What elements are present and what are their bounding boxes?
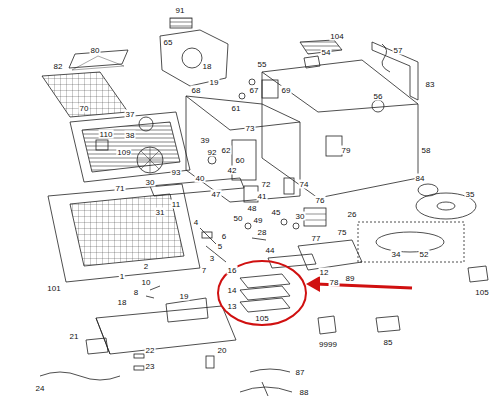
callout-number: 37 xyxy=(125,110,136,119)
callout-number: 45 xyxy=(271,208,282,217)
callout-number: 26 xyxy=(347,210,358,219)
callout-number: 18 xyxy=(117,298,128,307)
callout-number: 73 xyxy=(245,124,256,133)
callout-number: 57 xyxy=(393,46,404,55)
callout-number: 30 xyxy=(295,212,306,221)
callout-number: 41 xyxy=(257,192,268,201)
callout-number: 87 xyxy=(295,368,306,377)
callout-number: 91 xyxy=(175,6,186,15)
callout-number: 71 xyxy=(115,184,126,193)
callout-number: 1 xyxy=(119,272,125,281)
callout-number: 12 xyxy=(319,268,330,277)
callout-number: 78 xyxy=(329,278,340,287)
callout-number: 60 xyxy=(235,156,246,165)
callout-number: 18 xyxy=(202,62,213,71)
callout-number: 5 xyxy=(217,242,223,251)
callout-number: 10 xyxy=(141,278,152,287)
callout-number: 19 xyxy=(179,292,190,301)
callout-number: 75 xyxy=(337,228,348,237)
callout-number: 92 xyxy=(207,148,218,157)
callout-number: 42 xyxy=(227,166,238,175)
callout-number: 19 xyxy=(209,78,220,87)
callout-number: 80 xyxy=(90,46,101,55)
callout-number: 4 xyxy=(193,218,199,227)
callout-number: 110 xyxy=(99,130,114,139)
callout-number: 55 xyxy=(257,60,268,69)
callout-number: 23 xyxy=(145,362,156,371)
callout-number: 84 xyxy=(415,174,426,183)
callout-number: 16 xyxy=(227,266,238,275)
callout-number: 72 xyxy=(261,180,272,189)
callout-number: 61 xyxy=(231,104,242,113)
callout-number: 2 xyxy=(143,262,149,271)
callout-number: 82 xyxy=(53,62,64,71)
callout-number: 3 xyxy=(209,254,215,263)
callout-number: 28 xyxy=(257,228,268,237)
callout-number: 31 xyxy=(155,208,166,217)
callout-number: 65 xyxy=(163,38,174,47)
callout-number: 105 xyxy=(254,314,269,323)
callout-number: 88 xyxy=(299,388,310,397)
callout-number: 39 xyxy=(200,136,211,145)
callout-number: 50 xyxy=(233,214,244,223)
part-outlines xyxy=(40,18,488,396)
callout-number: 70 xyxy=(79,104,90,113)
callout-number: 83 xyxy=(425,80,436,89)
callout-number: 68 xyxy=(191,86,202,95)
callout-number: 54 xyxy=(321,48,332,57)
callout-number: 8 xyxy=(133,288,139,297)
callout-number: 34 xyxy=(391,250,402,259)
callout-number: 93 xyxy=(171,168,182,177)
callout-number: 89 xyxy=(345,274,356,283)
callout-number: 38 xyxy=(125,131,136,140)
callout-number: 101 xyxy=(46,284,61,293)
callout-number: 67 xyxy=(249,86,260,95)
callout-number: 79 xyxy=(341,146,352,155)
callout-number: 56 xyxy=(373,92,384,101)
callout-number: 11 xyxy=(171,200,181,209)
callout-number: 24 xyxy=(35,384,46,393)
callout-number: 6 xyxy=(221,232,227,241)
highlight-arrow xyxy=(306,276,412,292)
callout-number: 109 xyxy=(116,148,131,157)
callout-number: 77 xyxy=(311,234,322,243)
callout-number: 35 xyxy=(465,190,476,199)
callout-number: 104 xyxy=(329,32,344,41)
callout-number: 69 xyxy=(281,86,292,95)
callout-number: 40 xyxy=(195,174,206,183)
callout-number: 30 xyxy=(145,178,156,187)
callout-number: 47 xyxy=(211,190,222,199)
callout-number: 62 xyxy=(221,146,232,155)
callout-number: 49 xyxy=(253,216,264,225)
callout-number: 85 xyxy=(383,338,394,347)
callout-number: 76 xyxy=(315,196,326,205)
callout-number: 105 xyxy=(474,288,489,297)
callout-number: 74 xyxy=(299,180,310,189)
callout-number: 7 xyxy=(201,266,207,275)
callout-number: 21 xyxy=(69,332,80,341)
callout-number: 13 xyxy=(227,302,238,311)
callout-number: 20 xyxy=(217,346,228,355)
callout-number: 58 xyxy=(421,146,432,155)
callout-number: 44 xyxy=(265,246,276,255)
callout-number: 52 xyxy=(419,250,430,259)
callout-number: 14 xyxy=(227,286,238,295)
callout-number: 48 xyxy=(247,204,258,213)
callout-number: 9999 xyxy=(318,340,338,349)
highlight-ring xyxy=(218,261,306,325)
callout-number: 22 xyxy=(145,346,156,355)
